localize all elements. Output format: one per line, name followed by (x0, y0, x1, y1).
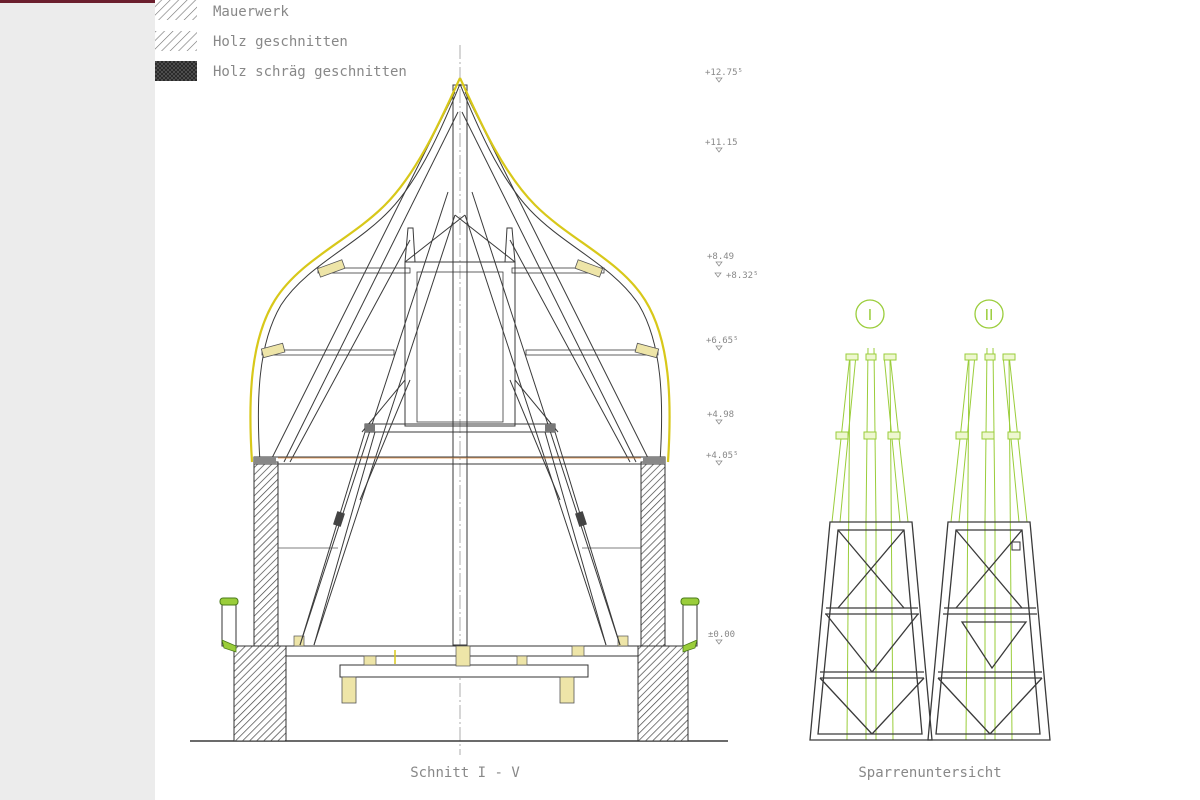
rafter-view-title: Sparrenuntersicht (858, 765, 1001, 781)
joint-brackets (254, 259, 665, 464)
floor-block-3 (516, 655, 528, 666)
support-left (341, 676, 357, 704)
parapet-right (682, 603, 698, 647)
timber-frame-1 (809, 521, 933, 741)
elevation-markers: +12.75⁵ +11.15 +8.49 +8.32⁵ +6.65⁵ +4.98… (705, 68, 759, 645)
support-right (559, 676, 575, 704)
marker-circle-1 (855, 299, 885, 329)
tie-upper-right (511, 267, 605, 274)
brace-block-right (575, 511, 587, 527)
legend: Mauerwerk Holz geschnitten Holz schräg g… (155, 0, 407, 81)
marker-label-2: II (985, 306, 994, 324)
rafters (269, 91, 651, 646)
floor-block-6 (617, 635, 629, 647)
braces (299, 214, 621, 646)
floor-block-2 (455, 645, 471, 667)
legend-swatch-wood-oblique (155, 61, 197, 81)
dome-inner (257, 83, 663, 463)
rafter-view: I II (809, 299, 1051, 781)
frame-2-detail (1011, 541, 1021, 551)
wall-left-base (233, 645, 287, 742)
wall-right-base (637, 645, 689, 742)
legend-swatch-wood-cut (155, 31, 197, 51)
marker-label-1: I (868, 306, 872, 324)
dome-outline (249, 77, 671, 463)
central-frame-inner (416, 271, 504, 423)
legend-label-wood-oblique: Holz schräg geschnitten (213, 64, 407, 80)
central-frame (404, 261, 516, 427)
wall-left-upper (253, 461, 279, 647)
legend-label-masonry: Mauerwerk (213, 4, 289, 20)
floor-block-4 (571, 645, 585, 657)
floor-block-5 (293, 635, 305, 647)
elevation-0-00: ±0.00 (708, 630, 735, 640)
elevation-6-65: +6.65⁵ (706, 336, 739, 346)
elevation-11-15: +11.15 (705, 138, 738, 148)
marker-circle-2 (974, 299, 1004, 329)
elevation-8-49: +8.49 (707, 252, 734, 262)
section-title: Schnitt I - V (410, 765, 520, 781)
post-right (504, 227, 516, 263)
floor-block-1 (363, 655, 377, 666)
elevation-4-98: +4.98 (707, 410, 734, 420)
parapet-cap-left (219, 597, 239, 606)
legend-label-wood-cut: Holz geschnitten (213, 34, 348, 50)
elevation-12-75: +12.75⁵ (705, 68, 743, 78)
parapet-cap-right (680, 597, 700, 606)
brace-block-left (333, 511, 345, 527)
rafters-frame-1 (831, 347, 909, 741)
gutter-right (682, 639, 698, 653)
timber-frame-2 (927, 521, 1051, 741)
floor-joist (339, 664, 589, 678)
section-view: Schnitt I - V (190, 45, 728, 781)
parapet-left (221, 603, 237, 647)
elevation-4-05: +4.05⁵ (706, 451, 739, 461)
legend-swatch-masonry (155, 0, 197, 20)
elevation-8-32: +8.32⁵ (726, 271, 759, 281)
gutter-left (221, 639, 237, 653)
wall-right-upper (640, 461, 666, 647)
post-left (404, 227, 416, 263)
rafters-frame-2 (950, 347, 1028, 741)
green-joints (835, 353, 1021, 440)
